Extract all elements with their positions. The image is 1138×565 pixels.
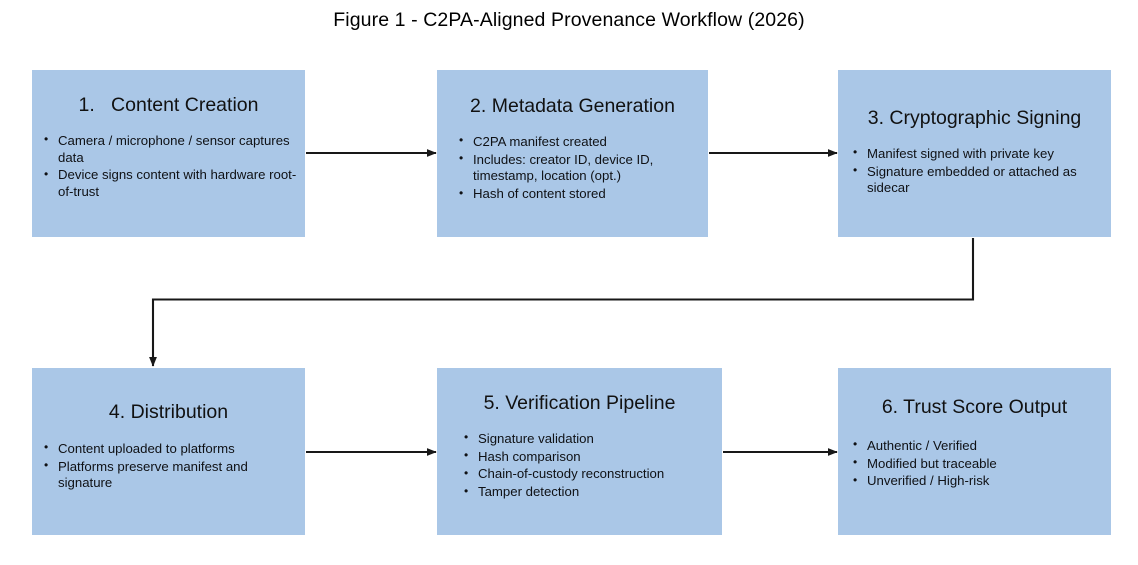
- process-box-title: 4. Distribution: [108, 401, 229, 423]
- bullet-item: Device signs content with hardware root-…: [41, 167, 299, 201]
- bullet-item: Manifest signed with private key: [850, 145, 1105, 163]
- bullet-item: Tamper detection: [461, 484, 716, 501]
- bullet-item: Content uploaded to platforms: [41, 440, 299, 458]
- bullet-item: Signature validation: [461, 430, 716, 448]
- bullet-item: Authentic / Verified: [850, 437, 1105, 455]
- process-box-trust-score-output[interactable]: 6. Trust Score Output Authentic / Verifi…: [838, 368, 1111, 535]
- process-box-distribution[interactable]: 4. Distribution Content uploaded to plat…: [32, 368, 305, 535]
- process-box-title: 2. Metadata Generation: [470, 95, 675, 117]
- bullet-item: Includes: creator ID, device ID, timesta…: [456, 151, 702, 186]
- process-box-cryptographic-signing[interactable]: 3. Cryptographic Signing Manifest signed…: [838, 70, 1111, 237]
- process-box-title: 5. Verification Pipeline: [483, 392, 676, 414]
- process-box-title: 3. Cryptographic Signing: [867, 107, 1082, 129]
- arrow-cryptographic-signing-to-distribution: [149, 238, 975, 367]
- bullet-item: Hash comparison: [461, 448, 716, 466]
- process-box-bullets: Camera / microphone / sensor captures da…: [32, 132, 305, 201]
- process-box-title: 6. Trust Score Output: [881, 396, 1068, 418]
- process-box-content-creation[interactable]: 1. Content Creation Camera / microphone …: [32, 70, 305, 237]
- process-box-bullets: Authentic / Verified Modified but tracea…: [838, 437, 1111, 490]
- process-box-bullets: Manifest signed with private key Signatu…: [838, 145, 1111, 198]
- bullet-item: Modified but traceable: [850, 455, 1105, 473]
- bullet-item: Unverified / High-risk: [850, 473, 1105, 490]
- bullet-item: Signature embedded or attached as sideca…: [850, 163, 1105, 198]
- bullet-item: C2PA manifest created: [456, 133, 702, 151]
- figure-title: Figure 1 - C2PA-Aligned Provenance Workf…: [333, 9, 805, 31]
- process-box-bullets: Signature validation Hash comparison Cha…: [437, 430, 722, 501]
- bullet-item: Chain-of-custody reconstruction: [461, 466, 716, 483]
- process-box-metadata-generation[interactable]: 2. Metadata Generation C2PA manifest cre…: [437, 70, 708, 237]
- bullet-item: Camera / microphone / sensor captures da…: [41, 132, 299, 167]
- process-box-bullets: Content uploaded to platforms Platforms …: [32, 440, 305, 493]
- process-box-bullets: C2PA manifest created Includes: creator …: [437, 133, 708, 203]
- process-box-verification-pipeline[interactable]: 5. Verification Pipeline Signature valid…: [437, 368, 722, 535]
- bullet-item: Hash of content stored: [456, 186, 702, 203]
- process-box-title: 1. Content Creation: [78, 94, 259, 116]
- bullet-item: Platforms preserve manifest and signatur…: [41, 458, 299, 493]
